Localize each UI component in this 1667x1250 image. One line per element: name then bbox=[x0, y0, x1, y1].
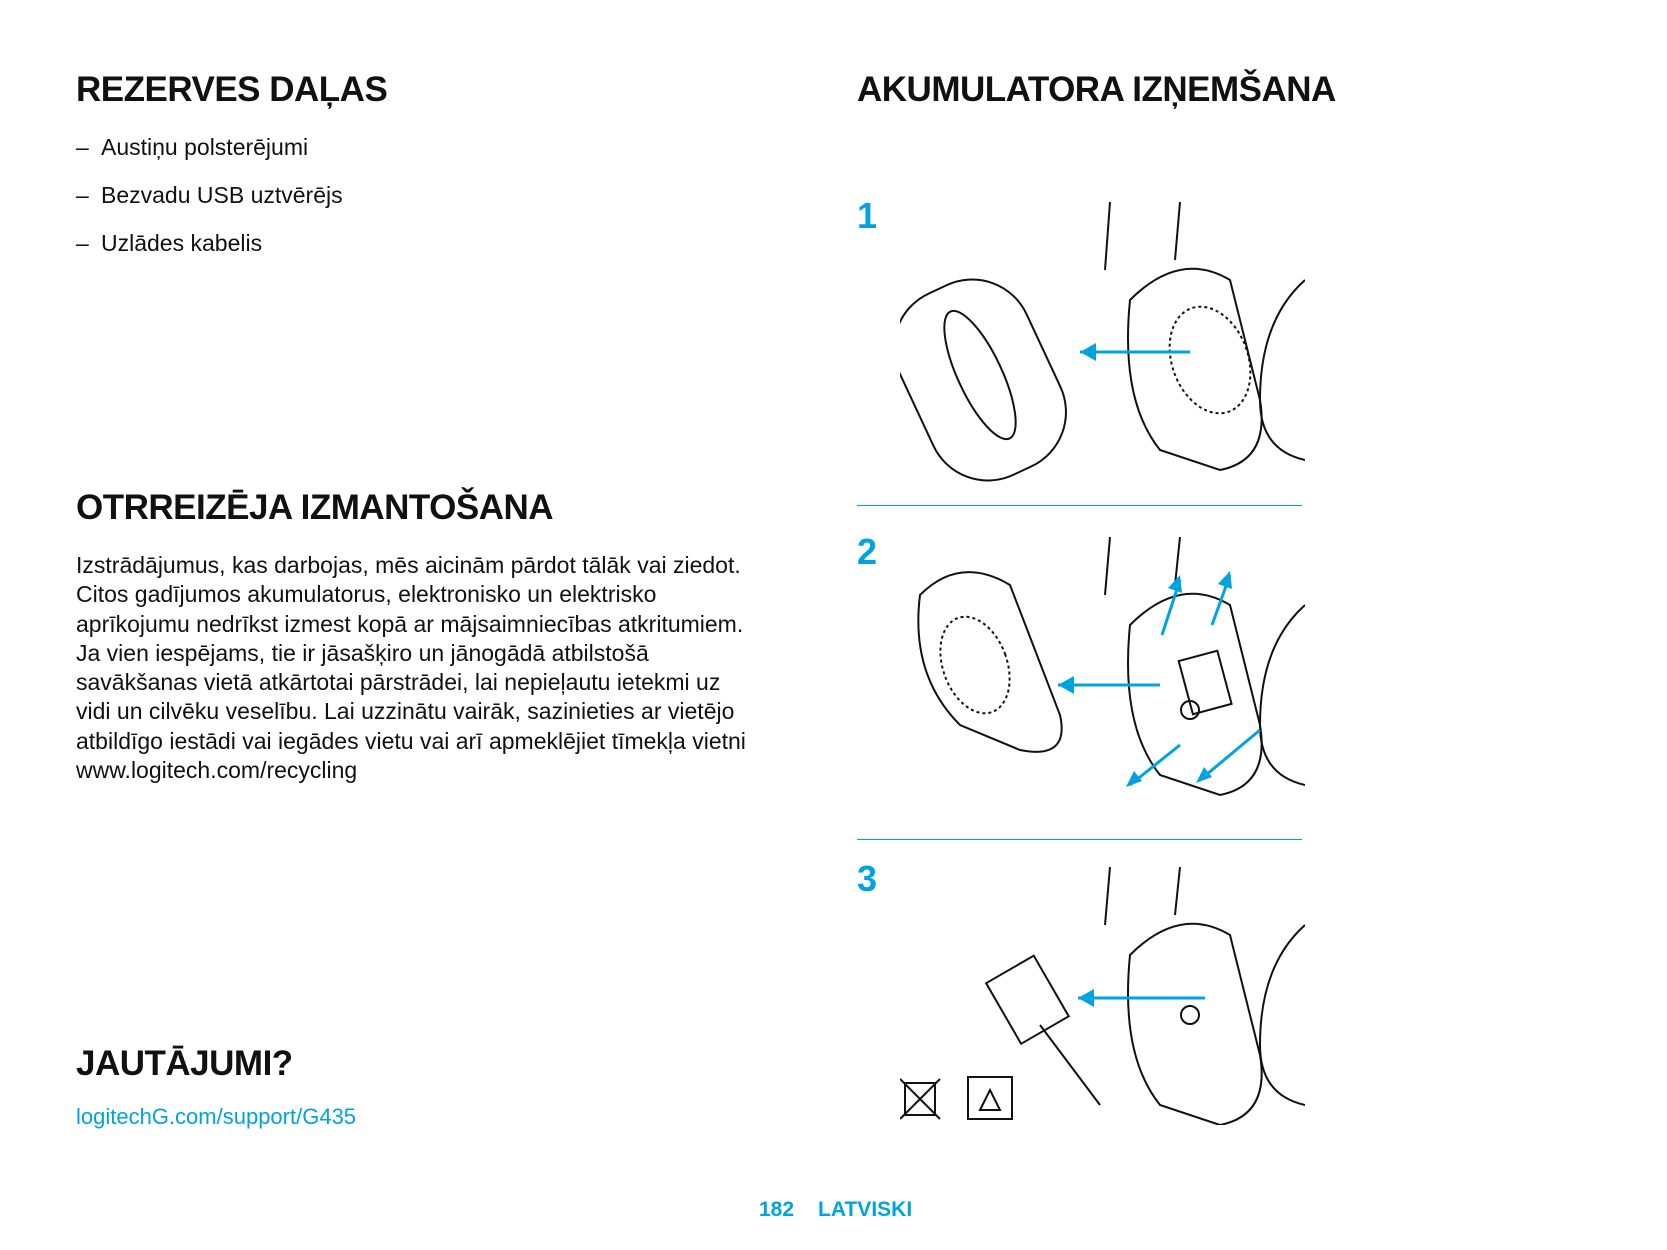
step1-illustration bbox=[900, 201, 1305, 482]
step2-illustration bbox=[917, 536, 1305, 797]
recycling-heading: OTRREIZĒJA IZMANTOŠANA bbox=[76, 488, 554, 527]
support-link[interactable]: logitechG.com/support/G435 bbox=[76, 1104, 357, 1129]
list-item: –Uzlādes kabelis bbox=[76, 230, 343, 278]
step-number-1: 1 bbox=[857, 195, 878, 236]
spare-parts-heading: REZERVES DAĻAS bbox=[76, 70, 388, 109]
language-label: LATVISKI bbox=[818, 1198, 913, 1221]
dash: – bbox=[76, 182, 89, 208]
page-footer: 182 LATVISKI bbox=[759, 1198, 912, 1222]
step3-illustration bbox=[900, 866, 1305, 1125]
page-number: 182 bbox=[759, 1198, 795, 1221]
spare-parts-list: –Austiņu polsterējumi –Bezvadu USB uztvē… bbox=[76, 134, 343, 278]
weee-bin-icon bbox=[900, 1078, 941, 1120]
battery-heading: AKUMULATORA IZŅEMŠANA bbox=[857, 70, 1336, 109]
list-item-label: Bezvadu USB uztvērējs bbox=[101, 182, 343, 208]
list-item-label: Austiņu polsterējumi bbox=[101, 134, 309, 160]
questions-heading: JAUTĀJUMI? bbox=[76, 1044, 293, 1083]
dash: – bbox=[76, 134, 89, 160]
divider bbox=[857, 505, 1302, 506]
recycle-icon bbox=[967, 1076, 1013, 1120]
step-number-3: 3 bbox=[857, 858, 878, 899]
recycling-paragraph: Izstrādājumus, kas darbojas, mēs aicinām… bbox=[76, 552, 746, 784]
divider bbox=[857, 839, 1302, 840]
list-item: –Bezvadu USB uztvērējs bbox=[76, 182, 343, 230]
list-item: –Austiņu polsterējumi bbox=[76, 134, 343, 182]
dash: – bbox=[76, 230, 89, 256]
step-number-2: 2 bbox=[857, 531, 878, 572]
list-item-label: Uzlādes kabelis bbox=[101, 230, 263, 256]
